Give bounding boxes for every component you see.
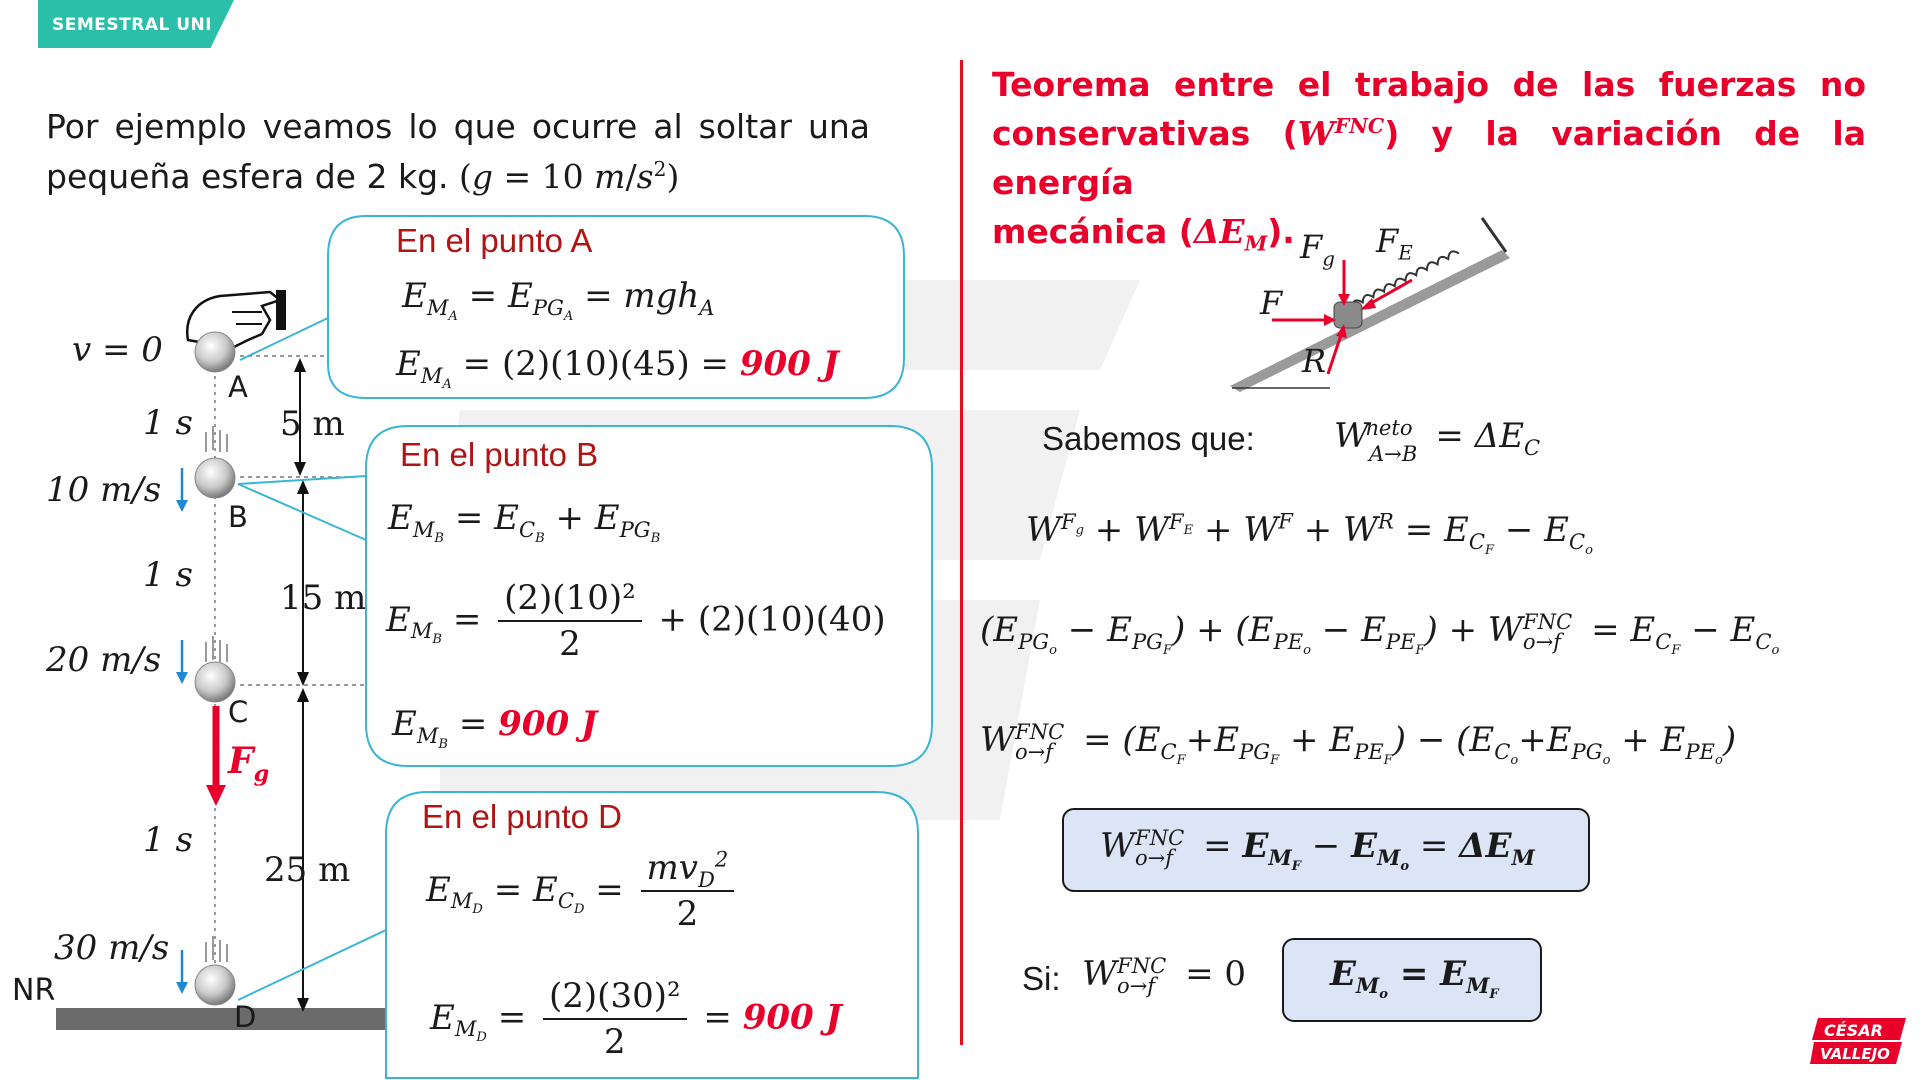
- sabemos-label: Sabemos que:: [1042, 420, 1255, 457]
- initial-velocity-label: v = 0: [72, 330, 163, 370]
- spring-icon: [1351, 250, 1460, 309]
- incline-diagram: [1230, 217, 1510, 392]
- point-a-label: A: [228, 370, 248, 404]
- time-label-3: 1 s: [143, 820, 193, 860]
- speed-label-c: 20 m/s: [46, 640, 162, 680]
- derivation-eq1: WFg + WFE + WF + WR = ECF − ECo: [1026, 508, 1593, 558]
- callout-d-eq2-den: 2: [603, 1022, 626, 1062]
- callout-b-eq2-tail: + (2)(10)(40): [658, 599, 886, 640]
- point-c-label: C: [228, 695, 249, 729]
- work-energy-theorem: WA→Bneto = ΔEC: [1334, 414, 1541, 466]
- callout-a-box: [327, 215, 905, 399]
- incline-label-fe: FE: [1376, 222, 1413, 265]
- callout-b-eq1: EMB = ECB + EPGB: [388, 498, 661, 546]
- callout-b-box: [365, 425, 933, 767]
- callout-a-eq1: EMA = EPGA = mghA: [402, 276, 715, 324]
- ball-b: [194, 457, 236, 499]
- si-label: Si:: [1022, 960, 1061, 997]
- callout-a-tail: [239, 317, 329, 361]
- theorem-title: Teorema entre el trabajo de las fuerzas …: [992, 60, 1866, 256]
- theorem-line-2: conservativas (WFNC) y la variación de l…: [992, 114, 1866, 202]
- callout-b-tail: [237, 475, 367, 541]
- speed-label-d: 30 m/s: [54, 928, 170, 968]
- callout-a-result: 900 J: [739, 344, 839, 384]
- result-box-2: [1282, 938, 1542, 1022]
- callout-b-result: 900 J: [498, 704, 598, 744]
- free-fall-diagram: [56, 290, 398, 1030]
- column-divider: [960, 60, 963, 1045]
- intro-line-1: Por ejemplo veamos lo que ocurre al solt…: [46, 107, 870, 146]
- weight-label: Fg: [228, 740, 270, 788]
- distance-label-5m: 5 m: [280, 404, 345, 444]
- ball-c: [194, 661, 236, 703]
- callout-b-eq2-num: (2)(10)²: [498, 578, 642, 622]
- callout-d-result: 900 J: [742, 997, 842, 1038]
- point-d-label: D: [234, 1000, 257, 1034]
- callout-d-box: [385, 791, 919, 1079]
- intro-line-2-text: pequeña esfera de 2 kg.: [46, 157, 449, 196]
- callout-d-title: En el punto D: [422, 798, 622, 835]
- callout-d-eq2-num: (2)(30)²: [543, 976, 687, 1020]
- point-b-label: B: [228, 500, 248, 534]
- theorem-line-3: mecánica (ΔEM).: [992, 212, 1295, 256]
- derivation-eq3: Wo→fFNC = (ECF+EPGF + EPEF) − (ECo+EPGo …: [980, 718, 1737, 768]
- motion-streaks: [205, 426, 228, 962]
- ball-a: [194, 331, 236, 373]
- callout-d-eq1-den: 2: [676, 894, 699, 934]
- intro-line-2: pequeña esfera de 2 kg. (g = 10 m/s2): [46, 152, 679, 202]
- theorem-line-1: Teorema entre el trabajo de las fuerzas …: [992, 65, 1866, 104]
- condition-eq: Wo→fFNC = 0: [1082, 952, 1247, 998]
- time-label-2: 1 s: [143, 555, 193, 595]
- incline-label-fg: Fg: [1300, 228, 1335, 271]
- distance-label-15m: 15 m: [280, 578, 367, 618]
- result-eq-1: Wo→fFNC = EMF − EMo = ΔEM: [1100, 824, 1535, 874]
- course-tag: SEMESTRAL UNI: [38, 0, 234, 48]
- derivation-eq2: (EPGo − EPGF) + (EPEo − EPEF) + Wo→fFNC …: [980, 608, 1780, 658]
- reference-level-label: NR: [12, 973, 56, 1008]
- svg-text:CÉSAR: CÉSAR: [1824, 1021, 1883, 1040]
- incline-label-f: F: [1260, 284, 1283, 322]
- incline-label-r: R: [1302, 342, 1327, 380]
- result-box-1: [1062, 808, 1590, 892]
- speed-label-b: 10 m/s: [46, 470, 162, 510]
- callout-b-title: En el punto B: [400, 436, 599, 473]
- callout-d-tail: [237, 929, 387, 1001]
- ball-d: [194, 964, 236, 1006]
- callout-a-eq2: EMA = (2)(10)(45) = 900 J: [396, 344, 839, 392]
- svg-text:VALLEJO: VALLEJO: [1820, 1045, 1890, 1063]
- gravity-formula: (g = 10 m/s2): [459, 157, 680, 196]
- time-label-1: 1 s: [143, 403, 193, 443]
- result-eq-2: EMo = EMF: [1330, 954, 1499, 1002]
- academy-logo: CÉSAR VALLEJO: [1810, 1018, 1906, 1064]
- callout-a-title: En el punto A: [396, 222, 593, 259]
- block-icon: [1333, 301, 1363, 329]
- distance-label-25m: 25 m: [264, 850, 351, 890]
- callout-b-eq2-den: 2: [559, 624, 581, 664]
- ground-surface: [56, 1008, 398, 1030]
- callout-b-eq3: EMB = 900 J: [392, 704, 598, 752]
